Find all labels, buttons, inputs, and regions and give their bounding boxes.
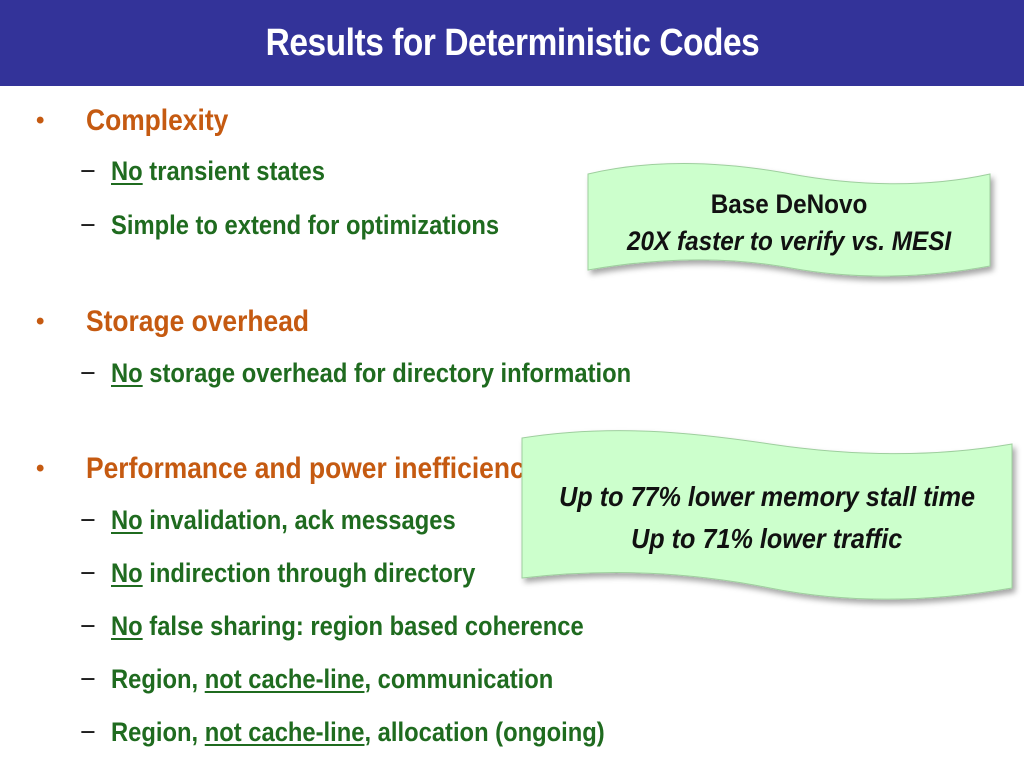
- emphasis: No: [111, 505, 143, 535]
- sub-marker: −: [80, 717, 96, 747]
- bullet-heading: Complexity: [86, 104, 229, 137]
- slide-title: Results for Deterministic Codes: [265, 21, 759, 64]
- bullet-marker: •: [36, 107, 45, 134]
- sub-marker: −: [80, 558, 96, 588]
- bullet-heading: Storage overhead: [86, 305, 310, 338]
- bullet-complexity: • Complexity: [36, 104, 248, 138]
- sub-item: − No storage overhead for directory info…: [80, 358, 702, 389]
- callout-verification: Base DeNovo 20X faster to verify vs. MES…: [586, 160, 992, 282]
- sub-marker: −: [80, 156, 96, 186]
- sub-item: − Simple to extend for optimizations: [80, 210, 552, 241]
- sub-item: − No invalidation, ack messages: [80, 505, 503, 536]
- sub-item-rest: , communication: [364, 664, 554, 694]
- sub-item: − Region, not cache-line, allocation (on…: [80, 717, 672, 748]
- bullet-storage-overhead: • Storage overhead: [36, 305, 339, 339]
- sub-item-text: Region, not cache-line, communication: [111, 664, 553, 695]
- emphasis: No: [111, 156, 143, 186]
- sub-item: − No false sharing: region based coheren…: [80, 611, 648, 642]
- sub-item-text: No storage overhead for directory inform…: [111, 358, 631, 389]
- banner-shape: [587, 162, 991, 277]
- sub-item-text: Region, not cache-line, allocation (ongo…: [111, 717, 605, 748]
- sub-item-rest: false sharing: region based coherence: [142, 611, 584, 641]
- sub-item-rest: invalidation, ack messages: [142, 505, 456, 535]
- title-bar: Results for Deterministic Codes: [0, 0, 1024, 86]
- sub-item-rest: storage overhead for directory informati…: [142, 358, 632, 388]
- callout-text: Up to 77% lower memory stall time Up to …: [520, 428, 1014, 608]
- callout-line: Up to 77% lower memory stall time: [559, 481, 975, 512]
- banner-shape: [521, 430, 1013, 600]
- bullet-marker: •: [36, 455, 45, 482]
- bullet-marker: •: [36, 308, 45, 335]
- sub-item: − No transient states: [80, 156, 354, 187]
- sub-item-text: No indirection through directory: [111, 558, 475, 589]
- sub-marker: −: [80, 210, 96, 240]
- sub-item-pre: Region,: [111, 717, 205, 747]
- sub-marker: −: [80, 664, 96, 694]
- emphasis: No: [111, 611, 143, 641]
- callout-performance: Up to 77% lower memory stall time Up to …: [520, 428, 1014, 608]
- sub-item-text: Simple to extend for optimizations: [111, 210, 500, 240]
- sub-item: − Region, not cache-line, communication: [80, 664, 614, 695]
- sub-item: − No indirection through directory: [80, 558, 525, 589]
- sub-marker: −: [80, 358, 96, 388]
- sub-item-rest: transient states: [142, 156, 325, 186]
- callout-line: Base DeNovo: [710, 189, 868, 219]
- sub-item-rest: indirection through directory: [142, 558, 476, 588]
- sub-item-rest: , allocation (ongoing): [364, 717, 605, 747]
- sub-item-text: No false sharing: region based coherence: [111, 611, 584, 642]
- sub-item-text: No transient states: [111, 156, 325, 187]
- sub-item-pre: Region,: [111, 664, 205, 694]
- callout-line: 20X faster to verify vs. MESI: [626, 226, 952, 256]
- callout-line: Up to 71% lower traffic: [631, 523, 903, 554]
- sub-item-text: No invalidation, ack messages: [111, 505, 456, 536]
- callout-text: Base DeNovo 20X faster to verify vs. MES…: [586, 160, 992, 284]
- emphasis: No: [111, 358, 143, 388]
- bullet-heading: Performance and power inefficiencies: [86, 452, 562, 485]
- sub-marker: −: [80, 505, 96, 535]
- emphasis: not cache-line: [204, 664, 365, 694]
- bullet-performance-power: • Performance and power inefficiencies: [36, 452, 626, 486]
- sub-marker: −: [80, 611, 96, 641]
- emphasis: not cache-line: [204, 717, 365, 747]
- emphasis: No: [111, 558, 143, 588]
